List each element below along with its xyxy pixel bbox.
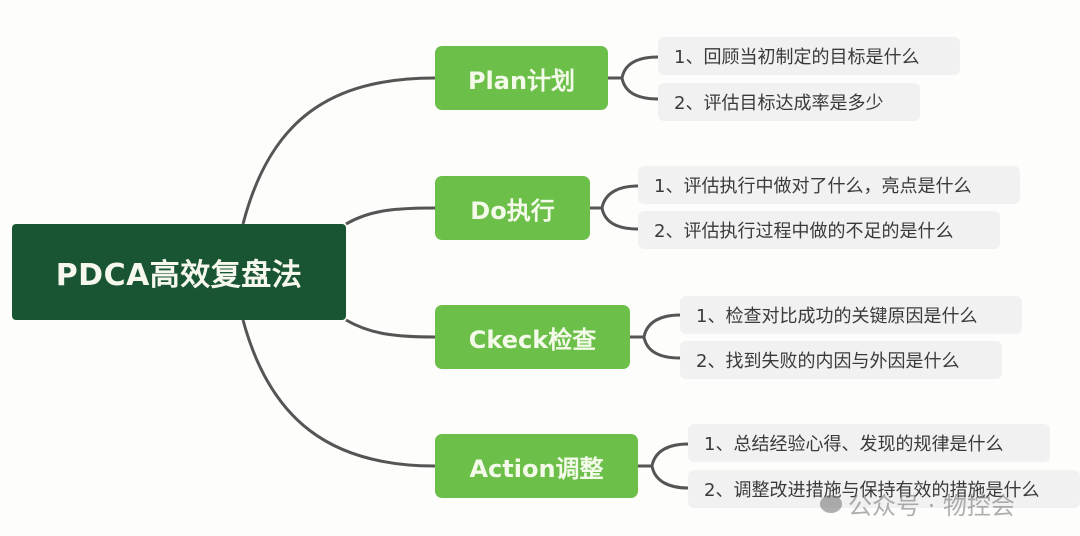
leaf-do-2[interactable]: 2、评估执行过程中做的不足的是什么 xyxy=(638,211,1000,249)
branch-plan[interactable]: Plan计划 xyxy=(435,46,608,110)
branch-action[interactable]: Action调整 xyxy=(435,434,638,498)
watermark-text: 公众号 · 物控会 xyxy=(848,492,1015,520)
link-root-check xyxy=(345,318,436,339)
link-root-action xyxy=(241,319,436,468)
link-root-plan xyxy=(241,76,436,225)
link-do-leaves xyxy=(590,184,639,231)
link-check-leaves xyxy=(630,313,681,360)
leaf-check-1[interactable]: 1、检查对比成功的关键原因是什么 xyxy=(680,296,1022,334)
branch-do[interactable]: Do执行 xyxy=(435,176,590,240)
leaf-action-2[interactable]: 2、调整改进措施与保持有效的措施是什么 xyxy=(688,470,1080,508)
link-plan-leaves xyxy=(608,55,659,101)
leaf-plan-2[interactable]: 2、评估目标达成率是多少 xyxy=(658,83,920,121)
leaf-check-2[interactable]: 2、找到失败的内因与外因是什么 xyxy=(680,341,1002,379)
leaf-do-1[interactable]: 1、评估执行中做对了什么，亮点是什么 xyxy=(638,166,1020,204)
wechat-icon xyxy=(820,494,842,513)
leaf-plan-1[interactable]: 1、回顾当初制定的目标是什么 xyxy=(658,37,960,75)
watermark: 公众号 · 物控会 xyxy=(820,486,1015,521)
link-action-leaves xyxy=(638,442,689,490)
leaf-action-1[interactable]: 1、总结经验心得、发现的规律是什么 xyxy=(688,424,1050,462)
link-root-do xyxy=(345,206,436,226)
root-node[interactable]: PDCA高效复盘法 xyxy=(12,224,346,320)
branch-check[interactable]: Ckeck检查 xyxy=(435,305,630,369)
